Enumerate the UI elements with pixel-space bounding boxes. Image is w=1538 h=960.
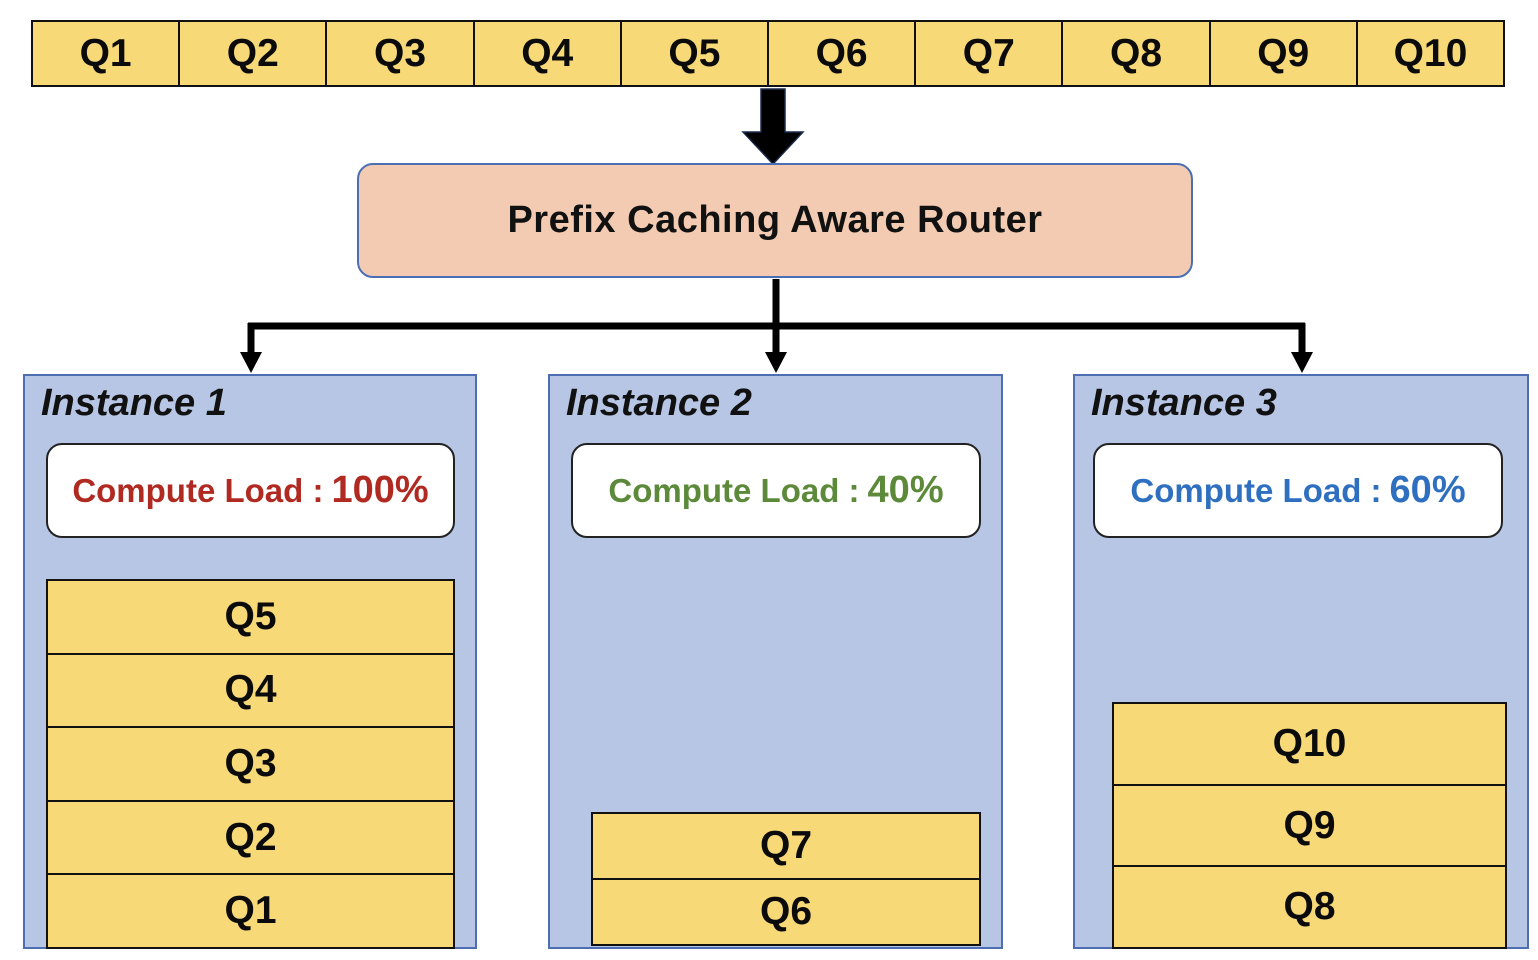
compute-load-label: Compute Load : [72, 471, 324, 509]
prefix-caching-router: Prefix Caching Aware Router [357, 163, 1193, 278]
compute-load-value: 40% [867, 469, 944, 511]
stacked-query: Q8 [1283, 885, 1336, 929]
instance-3-panel: Instance 3 Compute Load : 60% Q10 Q9 Q8 [1073, 374, 1529, 949]
instance-title: Instance 1 [41, 382, 227, 424]
stacked-query: Q1 [224, 889, 277, 933]
queue-query: Q6 [769, 22, 917, 85]
compute-load-box: Compute Load : 40% [571, 443, 981, 538]
compute-load-label: Compute Load : [1130, 471, 1382, 509]
compute-load-box: Compute Load : 60% [1093, 443, 1503, 538]
compute-load-value: 100% [331, 469, 429, 511]
stacked-query: Q5 [48, 581, 453, 655]
queue-query: Q3 [327, 22, 475, 85]
stacked-query: Q10 [1114, 704, 1505, 786]
instance-title: Instance 3 [1091, 382, 1277, 424]
branch-arrowhead-instance-3 [1291, 352, 1313, 373]
stacked-query: Q6 [759, 890, 813, 933]
queue-query: Q9 [1211, 22, 1358, 85]
queue-query: Q7 [916, 22, 1064, 85]
branch-arrowhead-instance-1 [240, 352, 262, 373]
stacked-query: Q9 [1114, 786, 1505, 868]
compute-load-label: Compute Load : [608, 471, 860, 509]
stacked-query: Q7 [593, 814, 979, 880]
queue-query: Q8 [1063, 22, 1211, 85]
compute-load-value: 60% [1389, 469, 1466, 511]
queue-query: Q4 [475, 22, 622, 85]
queue-query: Q2 [180, 22, 328, 85]
instance-1-panel: Instance 1 Compute Load : 100% Q5 Q4 Q3 … [23, 374, 477, 949]
query-stack: Q10 Q9 Q8 [1112, 702, 1507, 949]
branch-arrowhead-instance-2 [765, 352, 787, 373]
query-stack: Q5 Q4 Q3 Q2 Q1 [46, 579, 455, 949]
instance-2-panel: Instance 2 Compute Load : 40% Q7 Q6 [548, 374, 1003, 949]
compute-load-box: Compute Load : 100% [46, 443, 455, 538]
stacked-query: Q3 [48, 728, 453, 802]
queue-query: Q10 [1393, 31, 1468, 75]
instance-title: Instance 2 [566, 382, 752, 424]
queue-to-router-arrow [741, 88, 805, 166]
stacked-query: Q2 [48, 802, 453, 876]
stacked-query: Q4 [48, 655, 453, 729]
query-stack: Q7 Q6 [591, 812, 981, 946]
incoming-query-queue: Q1 Q2 Q3 Q4 Q5 Q6 Q7 Q8 Q9 Q10 [31, 20, 1505, 87]
queue-query: Q1 [33, 22, 181, 85]
queue-query: Q5 [622, 22, 770, 85]
